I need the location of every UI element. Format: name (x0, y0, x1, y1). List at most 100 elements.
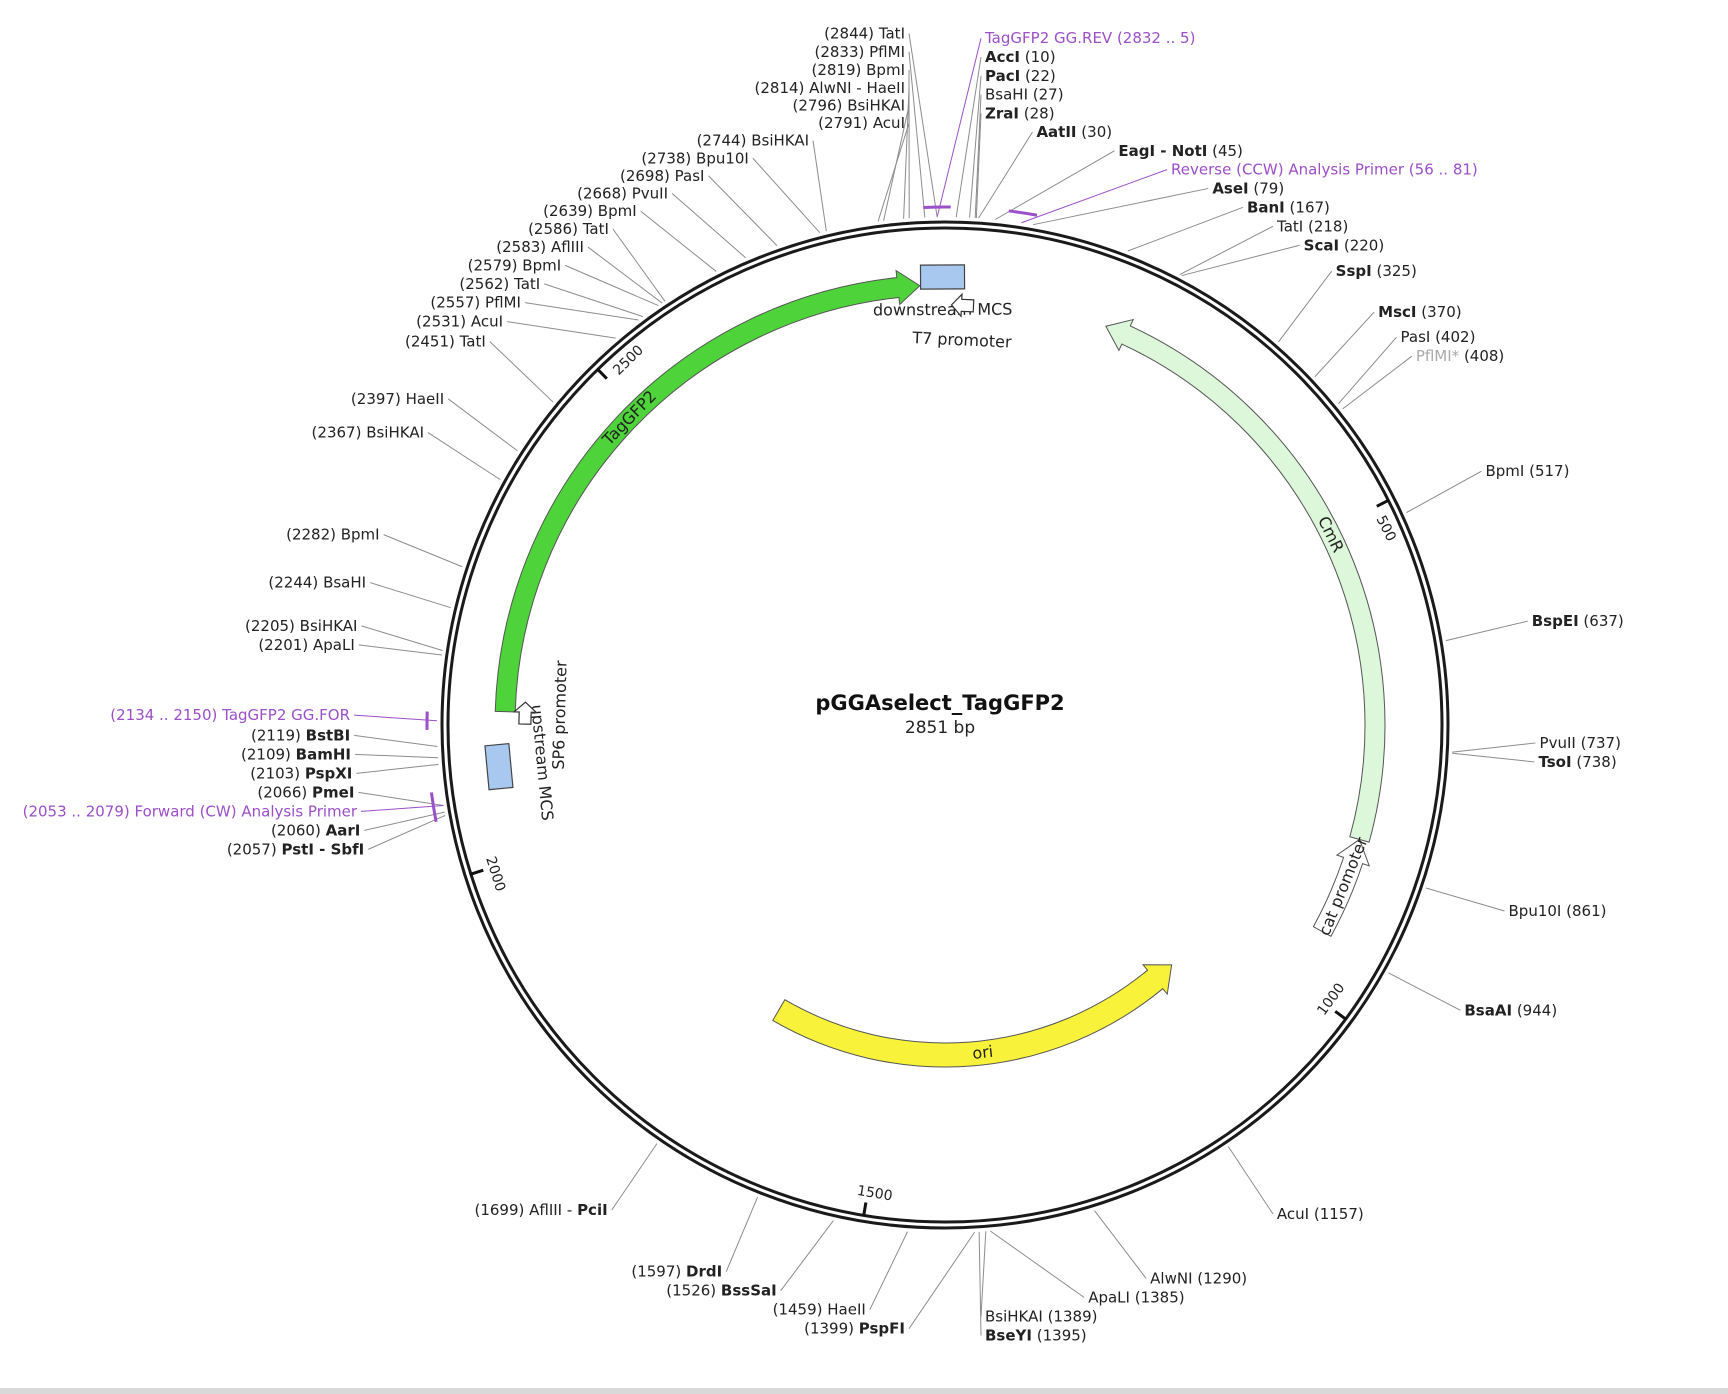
site-label-bstbi-2119: (2119) BstBI (251, 726, 350, 744)
site-label-bpu10i-861-part: (861) (1561, 902, 1606, 920)
primer-label-2-part: (2134 .. 2150) TagGFP2 GG.FOR (110, 706, 350, 724)
site-label-bseyi-1395-part: BseYI (985, 1327, 1032, 1345)
site-label-pflmi-2557-part: (2557) (430, 294, 485, 312)
site-label-sspi-325-part: SspI (1336, 262, 1372, 280)
site-label-afliii-2583-leader (587, 246, 663, 304)
site-label-haeii-2397-part: HaeII (406, 390, 445, 408)
site-label-apali-2201-leader (358, 644, 442, 656)
primer-reverse-ccw-analysis-primer-bar (1008, 209, 1038, 217)
site-label-bspei-637-part: BspEI (1532, 612, 1579, 630)
site-label-bsaai-944-part: BsaAI (1464, 1001, 1512, 1019)
site-label-tati-218-part: TatI (1276, 217, 1303, 235)
site-label-bsssai-1526: (1526) BssSaI (666, 1282, 776, 1300)
tick-label-1000: 1000 (1314, 980, 1348, 1018)
site-label-afliii-2583-part: AflIII (551, 238, 584, 256)
site-label-tsoi-738-part: (738) (1572, 753, 1617, 771)
site-label-zrai-28-leader (975, 113, 982, 218)
site-label-paci-22-part: (22) (1020, 67, 1056, 85)
primer-forward-cw-analysis-primer-bar (429, 792, 438, 823)
site-label-acui-2531-leader (506, 321, 616, 339)
site-label-scai-220: ScaI (220) (1304, 236, 1385, 254)
tick-label-500: 500 (1373, 513, 1399, 544)
site-label-acui-1157-leader (1227, 1146, 1274, 1215)
site-label-aatii-30-part: (30) (1077, 123, 1113, 141)
site-label-pmei-2066-part: (2066) (257, 783, 312, 801)
site-label-bpmi-2579-leader (564, 264, 659, 307)
site-label-pvuii-2668: (2668) PvuII (577, 184, 668, 202)
backbone-outer-ring (440, 220, 1450, 1230)
site-label-asei-79-leader (1032, 187, 1209, 226)
site-label-bamhi-2109: (2109) BamHI (241, 745, 351, 763)
site-label-pflmi-2557-part: PflMI (485, 294, 521, 312)
site-label-haeii-1459-leader (869, 1231, 908, 1310)
site-label-tati-2562: (2562) TatI (459, 275, 540, 293)
site-label-afliii-2583: (2583) AflIII (496, 238, 584, 256)
site-label-bpmi-2282: (2282) BpmI (286, 526, 380, 544)
feature-taggfp2 (494, 269, 921, 713)
site-label-eagi-noti-45-part: (45) (1207, 142, 1243, 160)
site-label-bstbi-2119-leader (354, 734, 438, 748)
site-label-bsihkai-1389-part: BsiHKAI (985, 1308, 1043, 1326)
site-label-scai-220-leader (1181, 244, 1300, 277)
site-label-pspfi-1399-part: PspFI (859, 1320, 905, 1338)
site-label-pflmi--408-leader (1342, 355, 1413, 410)
site-label-tsoi-738-leader (1452, 752, 1535, 763)
site-label-acui-2791: (2791) AcuI (818, 114, 905, 132)
site-label-pvuii-737-leader (1452, 742, 1536, 753)
site-label-apali-2201: (2201) ApaLI (258, 636, 354, 654)
primer-label-3: (2053 .. 2079) Forward (CW) Analysis Pri… (23, 802, 358, 820)
site-label-eagi-noti-45-leader (995, 150, 1115, 220)
site-label-bpmi-2579: (2579) BpmI (468, 256, 562, 274)
site-label-tati-218-part: (218) (1303, 217, 1348, 235)
site-label-bsihkai-2205-part: (2205) (245, 617, 300, 635)
site-label-bseyi-1395-part: (1395) (1032, 1327, 1087, 1345)
site-label-acui-1157: AcuI (1157) (1277, 1205, 1364, 1223)
site-label-bpmi-2819-part: (2819) (811, 61, 866, 79)
site-label-alwni-1290: AlwNI (1290) (1150, 1270, 1247, 1288)
plasmid-backbone (440, 220, 1450, 1230)
site-label-bsihkai-2367-part: (2367) (312, 424, 367, 442)
site-label-haeii-2397: (2397) HaeII (351, 390, 444, 408)
primer-annotations (425, 205, 1038, 823)
site-label-alwni-1290-part: AlwNI (1150, 1270, 1192, 1288)
site-label-afliii-pcii-1699-part: AflIII - (529, 1201, 577, 1219)
site-label-tati-2562-part: (2562) (459, 275, 514, 293)
site-label-tati-2562-part: TatI (513, 275, 540, 293)
site-labels: TagGFP2 GG.REV (2832 .. 5)AccI (10)PacI … (23, 24, 1624, 1344)
site-label-pspfi-1399-part: (1399) (804, 1320, 859, 1338)
site-label-bsaai-944: BsaAI (944) (1464, 1001, 1557, 1019)
site-label-haeii-1459: (1459) HaeII (773, 1301, 866, 1319)
site-label-acui-2791-part: (2791) (818, 114, 873, 132)
site-label-bamhi-2109-leader (354, 753, 439, 759)
site-label-eagi-noti-45: EagI - NotI (45) (1118, 142, 1243, 160)
tick-label-1500: 1500 (856, 1183, 894, 1205)
site-label-pspxi-2103: (2103) PspXI (250, 764, 352, 782)
site-label-bsihkai-2367: (2367) BsiHKAI (312, 424, 424, 442)
site-label-psti-sbfi-2057: (2057) PstI - SbfI (227, 840, 364, 858)
site-label-bsihkai-2796-part: BsiHKAI (847, 97, 905, 115)
feature-ori (772, 964, 1173, 1068)
site-label-drdi-1597-part: DrdI (686, 1263, 722, 1281)
site-label-pasi-402-leader (1338, 336, 1397, 404)
primer-label-0: TagGFP2 GG.REV (2832 .. 5) (984, 29, 1195, 47)
site-label-bpmi-2639-part: (2639) (543, 202, 598, 220)
site-label-aatii-30-leader (978, 131, 1033, 219)
site-label-aatii-30-part: AatII (1036, 123, 1076, 141)
site-label-bstbi-2119-part: (2119) (251, 726, 306, 744)
site-label-eagi-noti-45-part: EagI - NotI (1118, 142, 1207, 160)
site-label-bsihkai-1389-leader (980, 1231, 987, 1317)
site-label-bpu10i-861-part: Bpu10I (1509, 902, 1562, 920)
site-label-aari-2060: (2060) AarI (271, 821, 360, 839)
site-label-bsihkai-2205-leader (361, 625, 443, 652)
tick-500 (1376, 498, 1390, 508)
site-label-bpmi-2579-part: (2579) (468, 256, 523, 274)
site-label-pasi-2698-leader (708, 175, 778, 246)
site-label-bsssai-1526-leader (780, 1220, 834, 1292)
site-label-bpmi-517-part: BpmI (1485, 462, 1524, 480)
site-label-asei-79-part: (79) (1249, 179, 1285, 197)
primer-label-3-leader (361, 805, 444, 812)
site-label-bsahi-27: BsaHI (27) (985, 86, 1064, 104)
site-label-pvuii-2668-part: (2668) (577, 184, 632, 202)
site-label-bpmi-2819: (2819) BpmI (811, 61, 905, 79)
